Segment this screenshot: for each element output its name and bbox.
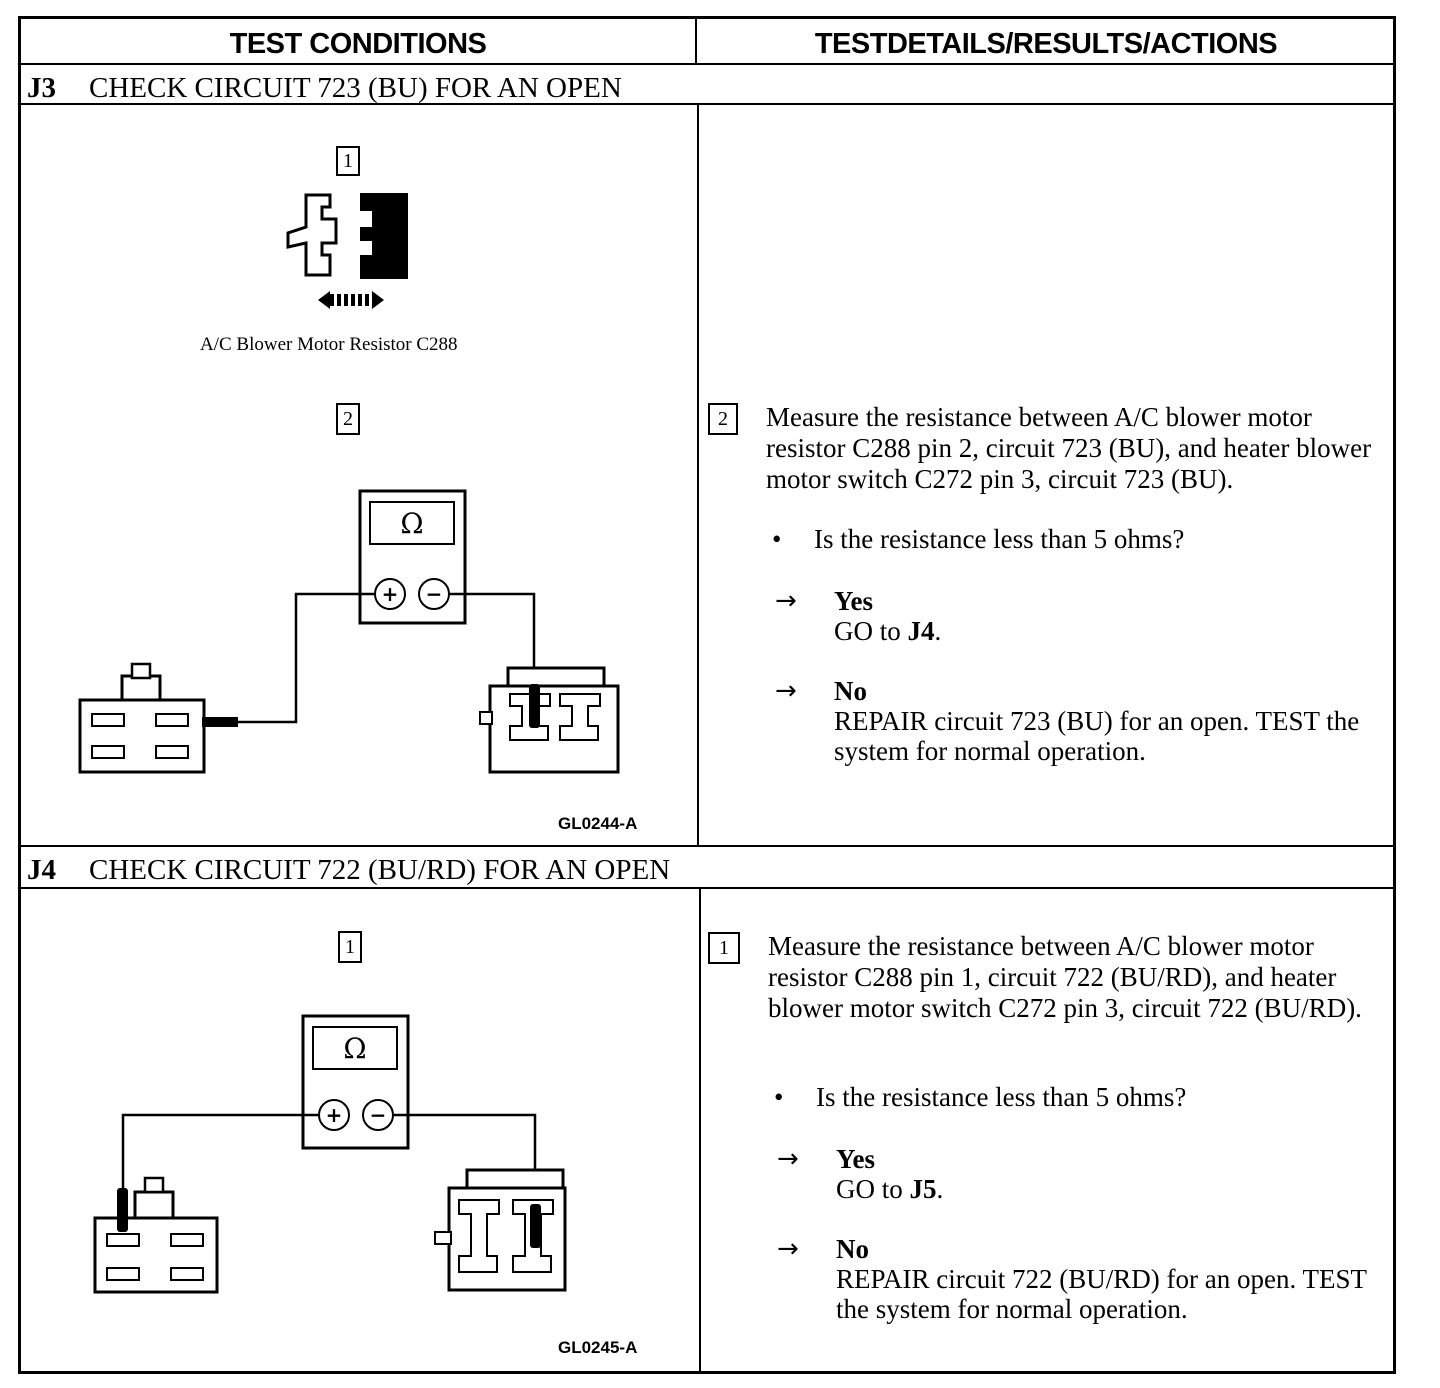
arrow-right-icon: → [775, 676, 797, 706]
response-yes: Yes GO to J4. [834, 586, 1394, 646]
plus-sign: + [326, 1103, 343, 1127]
goto-target: J4 [907, 616, 935, 646]
header-test-details: TESTDETAILS/RESULTS/ACTIONS [814, 28, 1278, 60]
divider [697, 105, 699, 845]
disconnect-arrow-icon [318, 291, 384, 309]
response-action: GO to [834, 616, 901, 646]
test-lead-positive [230, 592, 375, 724]
response-action: REPAIR circuit 722 (BU/RD) for an open. … [836, 1264, 1367, 1324]
section-title-j3: J3 CHECK CIRCUIT 723 (BU) FOR AN OPEN [27, 71, 622, 105]
meter-display [312, 1026, 398, 1070]
meter-display [369, 501, 455, 545]
figure-id: GL0245-A [558, 1338, 638, 1357]
divider [21, 63, 1393, 65]
divider [21, 845, 1393, 847]
response-action: REPAIR circuit 723 (BU) for an open. TES… [834, 706, 1360, 766]
response-no: No REPAIR circuit 723 (BU) for an open. … [834, 676, 1394, 766]
ohm-symbol: Ω [400, 507, 423, 540]
connector-c272 [479, 666, 620, 774]
minus-sign: − [370, 1103, 387, 1127]
section-title-j4: J4 CHECK CIRCUIT 722 (BU/RD) FOR AN OPEN [27, 853, 670, 887]
step-number-box: 2 [336, 403, 360, 435]
step-instruction: Measure the resistance between A/C blowe… [768, 931, 1362, 1023]
response-yes: Yes GO to J5. [836, 1144, 1396, 1204]
connector-c288 [93, 1176, 219, 1294]
bullet-icon: • [772, 524, 782, 554]
connector-c272 [434, 1168, 567, 1292]
ohm-symbol: Ω [343, 1032, 366, 1065]
divider [695, 19, 697, 63]
arrow-right-icon: → [775, 586, 797, 616]
response-label: No [836, 1234, 869, 1264]
divider [699, 889, 701, 1371]
response-label: Yes [834, 586, 873, 616]
response-label: No [834, 676, 867, 706]
response-no: No REPAIR circuit 722 (BU/RD) for an ope… [836, 1234, 1376, 1324]
step-number-box: 2 [708, 403, 738, 435]
question-text: Is the resistance less than 5 ohms? [814, 524, 1185, 554]
diagnostic-test-table: TEST CONDITIONS TESTDETAILS/RESULTS/ACTI… [18, 16, 1396, 1374]
connector-half-black [360, 193, 408, 279]
section-id: J4 [27, 854, 56, 886]
response-label: Yes [836, 1144, 875, 1174]
step-number-box: 1 [336, 146, 360, 176]
probe-tip [117, 1188, 128, 1232]
ohmmeter-diagram-j3: Ω + − [78, 489, 620, 774]
step-instruction: Measure the resistance between A/C blowe… [766, 402, 1372, 494]
probe-tip [530, 1204, 541, 1248]
arrow-right-icon: → [777, 1144, 799, 1174]
section-id: J3 [27, 72, 56, 104]
connector-disconnect-illustration [286, 193, 408, 309]
divider [21, 887, 1393, 889]
response-action: GO to [836, 1174, 903, 1204]
period: . [934, 616, 942, 646]
question-text: Is the resistance less than 5 ohms? [816, 1082, 1187, 1112]
probe-tip [529, 684, 540, 728]
section-heading: CHECK CIRCUIT 722 (BU/RD) FOR AN OPEN [89, 854, 671, 886]
test-lead-negative [449, 592, 536, 698]
connector-c288 [78, 662, 206, 774]
step-number-box: 1 [708, 932, 740, 964]
period: . [936, 1174, 944, 1204]
section-heading: CHECK CIRCUIT 723 (BU) FOR AN OPEN [89, 72, 622, 104]
connector-half-white [286, 193, 338, 277]
plus-sign: + [382, 582, 399, 606]
divider [21, 103, 1393, 105]
figure-id: GL0244-A [558, 814, 638, 833]
figure-caption: A/C Blower Motor Resistor C288 [200, 334, 458, 355]
ohmmeter-diagram-j4: Ω + − [93, 1014, 567, 1294]
minus-sign: − [426, 582, 443, 606]
goto-target: J5 [909, 1174, 937, 1204]
test-lead-positive [121, 1113, 319, 1190]
probe-tip [202, 717, 238, 727]
arrow-right-icon: → [777, 1234, 799, 1264]
bullet-icon: • [774, 1082, 784, 1112]
header-test-conditions: TEST CONDITIONS [229, 28, 487, 60]
step-number-box: 1 [338, 931, 362, 963]
